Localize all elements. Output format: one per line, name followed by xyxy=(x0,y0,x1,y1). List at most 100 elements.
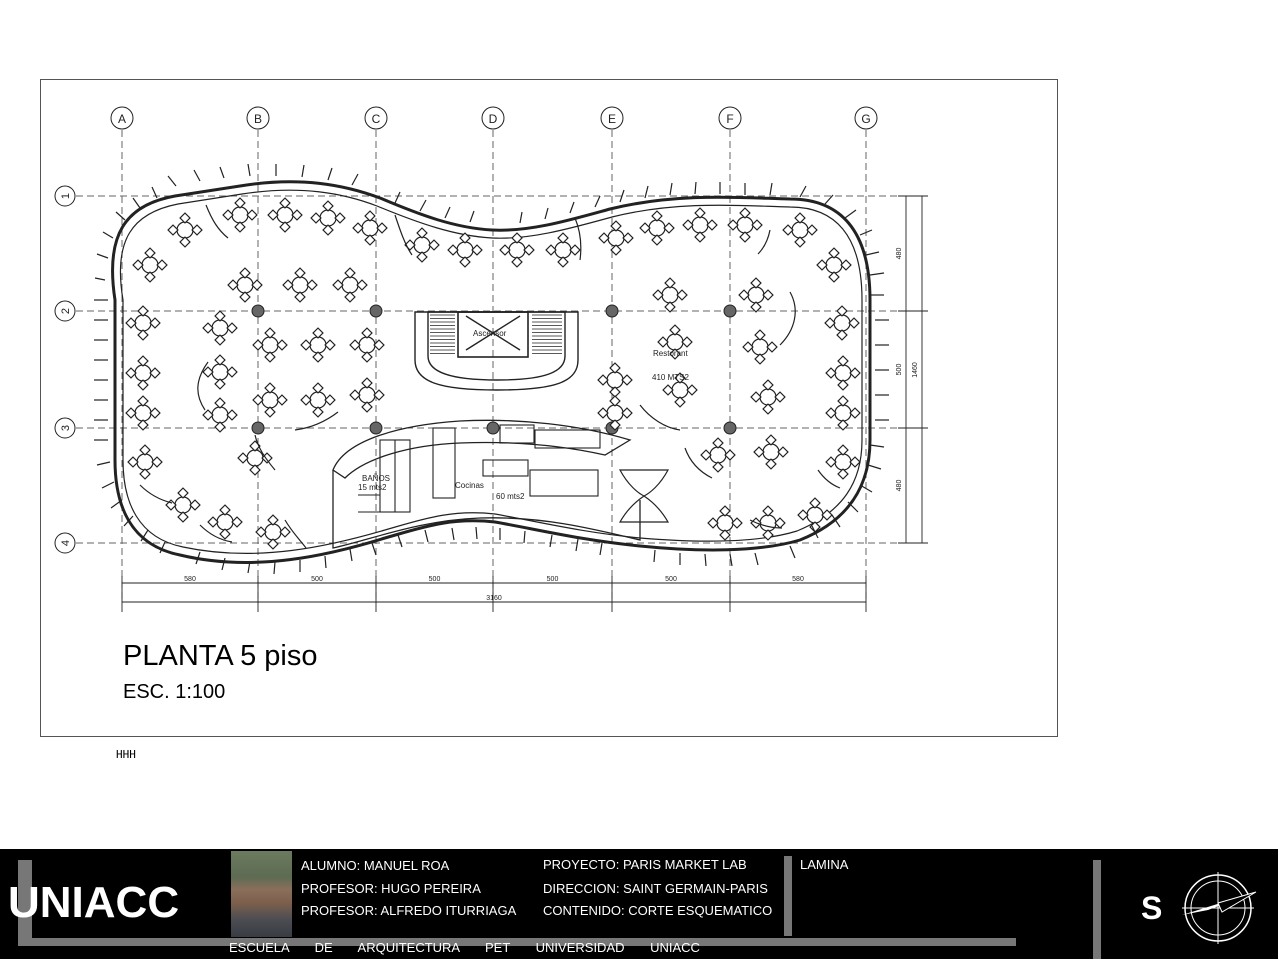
professor-1: PROFESOR: HUGO PEREIRA xyxy=(301,881,481,896)
chair xyxy=(840,259,852,271)
chair xyxy=(264,406,276,418)
chair xyxy=(177,511,189,523)
chair xyxy=(252,339,264,351)
grid-bubble xyxy=(54,532,76,554)
student-name: ALUMNO: MANUEL ROA xyxy=(301,858,450,873)
structural-column xyxy=(723,304,737,318)
table-with-chairs xyxy=(202,354,238,390)
chair xyxy=(376,222,388,234)
table-with-chairs xyxy=(349,377,385,413)
north-arrow-icon xyxy=(1182,872,1257,944)
grid-label: F xyxy=(726,112,733,126)
school-name: ESCUELA DE ARQUITECTURA PET UNIVERSIDAD … xyxy=(229,940,700,955)
facade-fin xyxy=(569,201,575,214)
table-with-chairs xyxy=(252,382,288,418)
table-with-chairs xyxy=(352,210,388,246)
chair xyxy=(742,341,754,353)
structural-column xyxy=(369,421,383,435)
facade-fin xyxy=(101,481,115,489)
chair xyxy=(762,289,774,301)
chair xyxy=(806,224,818,236)
facade-fin xyxy=(132,197,141,209)
chair xyxy=(144,271,156,283)
chair xyxy=(681,336,693,348)
chair xyxy=(719,529,731,541)
chair xyxy=(214,378,226,390)
chair xyxy=(471,244,483,256)
chair xyxy=(219,528,231,540)
chair xyxy=(597,374,609,386)
table-with-chairs xyxy=(125,395,161,431)
grid-label: D xyxy=(489,112,498,126)
table-with-chairs xyxy=(597,395,633,431)
grid-label: 1 xyxy=(60,193,72,199)
dimension-label: 500 xyxy=(547,576,559,583)
bathrooms-label: BAÑOS xyxy=(362,474,390,483)
project-name: PROYECTO: PARIS MARKET LAB xyxy=(543,857,747,872)
chair xyxy=(837,468,849,480)
dimension-label: 580 xyxy=(184,576,196,583)
chair xyxy=(234,197,246,209)
chair xyxy=(739,231,751,243)
chair xyxy=(751,219,763,231)
chair xyxy=(754,329,766,341)
table xyxy=(791,221,809,239)
table-with-chairs xyxy=(782,212,818,248)
table xyxy=(358,386,376,404)
table xyxy=(606,371,624,389)
chair xyxy=(511,256,523,268)
chair xyxy=(828,271,840,283)
chair xyxy=(226,409,238,421)
chair xyxy=(214,310,226,322)
chair xyxy=(849,456,861,468)
facade-fin xyxy=(195,551,201,565)
chair xyxy=(766,341,778,353)
table xyxy=(648,219,666,237)
chair xyxy=(282,279,294,291)
chair xyxy=(312,382,324,394)
structural-column xyxy=(723,421,737,435)
sheet-content: CONTENIDO: CORTE ESQUEMATICO xyxy=(543,903,773,918)
chair xyxy=(312,351,324,363)
table xyxy=(751,338,769,356)
table xyxy=(554,241,572,259)
chair xyxy=(214,397,226,409)
chair xyxy=(663,222,675,234)
service-core xyxy=(332,419,632,479)
kitchen-area-label: 60 mts2 xyxy=(496,492,525,501)
structural-column xyxy=(605,304,619,318)
chair xyxy=(825,407,837,419)
curved-stair-secondary xyxy=(618,469,670,523)
facade-fin xyxy=(769,182,773,196)
facade-fin xyxy=(859,229,873,236)
chair xyxy=(609,395,621,407)
dimension-label: 500 xyxy=(311,576,323,583)
facade-fin xyxy=(371,542,377,556)
facade-fin xyxy=(865,251,880,256)
facade-fin xyxy=(575,538,579,552)
facade-fin xyxy=(694,181,697,195)
chair xyxy=(373,339,385,351)
table xyxy=(358,336,376,354)
frame-bar xyxy=(18,938,1016,946)
chair xyxy=(762,403,774,415)
facade-fin xyxy=(869,444,885,448)
chair xyxy=(125,407,137,419)
chair xyxy=(837,395,849,407)
facade-fin xyxy=(475,526,478,540)
table xyxy=(141,256,159,274)
table xyxy=(319,209,337,227)
table xyxy=(134,314,152,332)
table-with-chairs xyxy=(700,437,736,473)
grid-label: 3 xyxy=(60,425,72,431)
chair xyxy=(669,348,681,360)
chair xyxy=(707,517,719,529)
facade-fin xyxy=(704,553,707,567)
restaurant-label: Restorant xyxy=(653,349,688,358)
chair xyxy=(674,396,686,408)
chair xyxy=(237,452,249,464)
chair xyxy=(724,449,736,461)
orientation-letter: S xyxy=(1141,890,1163,926)
chair xyxy=(610,220,622,232)
